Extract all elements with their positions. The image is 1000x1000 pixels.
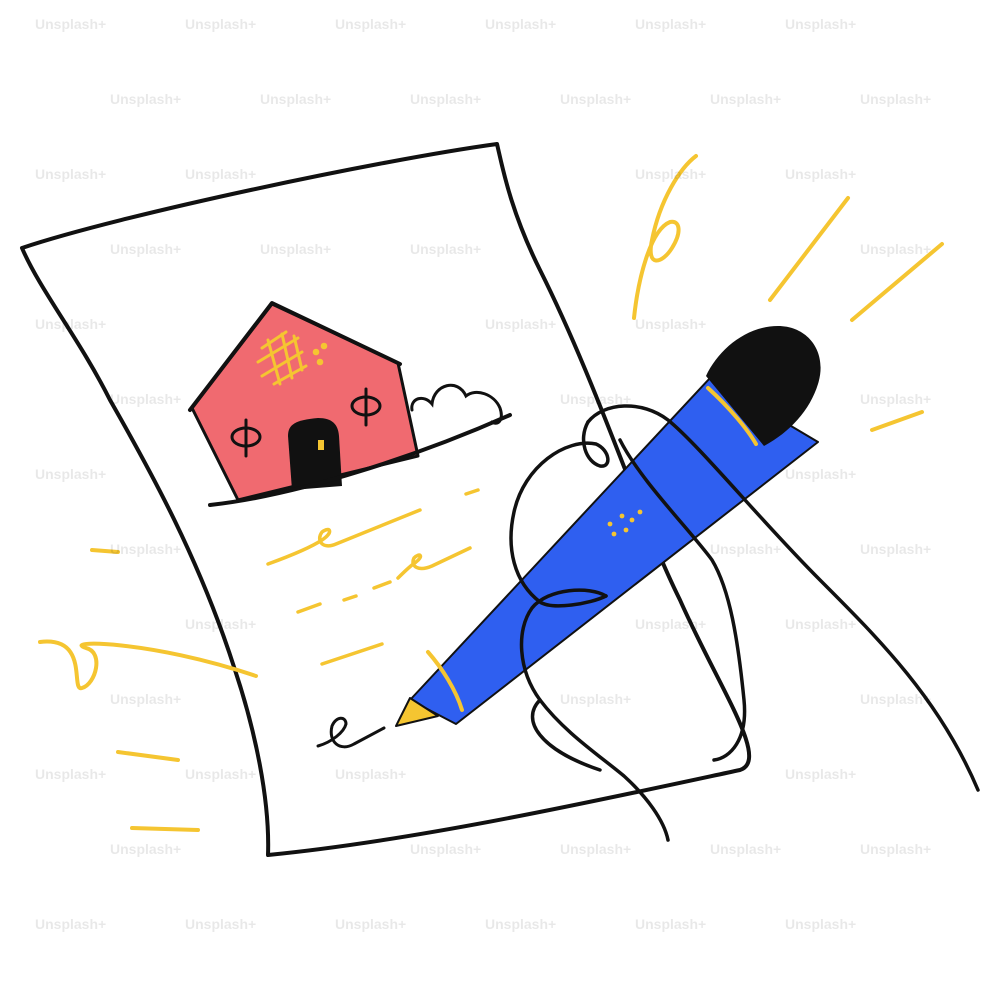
motion-lines [38,154,944,832]
house-door [288,418,342,490]
pencil-sparkles [607,509,643,537]
document-paper [20,142,752,857]
document-text-lines [266,488,480,666]
house-ornaments [230,387,382,458]
pencil-band [706,386,758,446]
window-hatch [256,330,328,386]
pencil-tip [395,697,439,727]
ground-line [208,413,512,507]
house-icon [188,301,420,502]
pencil-icon [395,326,821,727]
door-highlight [318,440,324,450]
hand-outline [509,404,980,842]
house-roof-line [188,301,402,412]
pencil-eraser [706,326,821,446]
signature-scribble [316,716,386,749]
pencil-ferrule-line [426,650,464,712]
bush-icon [410,383,503,425]
